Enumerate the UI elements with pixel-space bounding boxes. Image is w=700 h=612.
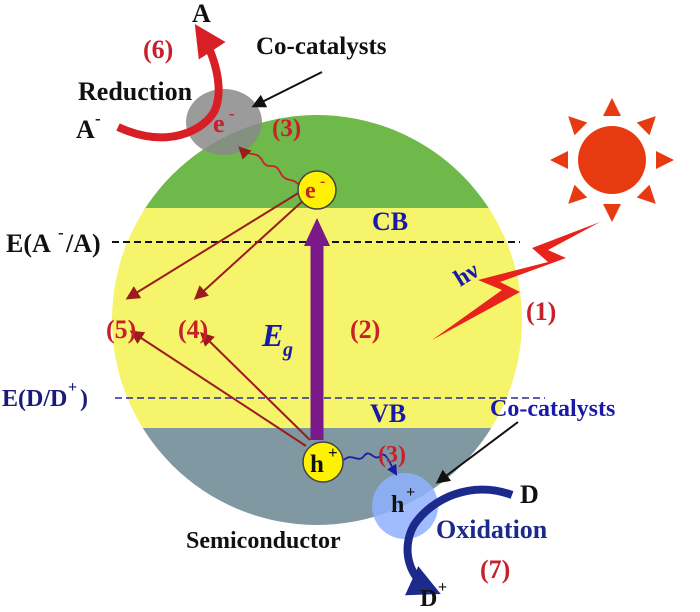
redox-a-sup: - xyxy=(58,223,64,242)
electron-transfer-wave xyxy=(238,146,301,187)
semiconductor-label: Semiconductor xyxy=(186,528,341,554)
transfer-bottom-label: (3) xyxy=(378,442,406,468)
sun-icon xyxy=(550,98,674,222)
oxidation-step-label: (7) xyxy=(480,555,510,584)
product-d-label: D xyxy=(520,480,539,509)
cocatalysts-top-label: Co-catalysts xyxy=(256,33,387,60)
cocatalyst-electron-label: e xyxy=(213,109,225,138)
transfer-top-label: (3) xyxy=(272,115,301,142)
bandgap-symbol: E xyxy=(261,317,283,353)
cocatalyst-electron-sup: - xyxy=(229,104,235,123)
reduction-arrow xyxy=(116,23,226,142)
redox-d-sup: + xyxy=(68,379,77,396)
reactant-a-sup: - xyxy=(95,109,101,128)
redox-d-end: ) xyxy=(80,386,88,412)
redox-a-label: E(A xyxy=(6,229,51,258)
hole-transfer-wave xyxy=(343,452,398,476)
electron-carrier xyxy=(297,170,337,210)
cocatalyst-bottom xyxy=(372,473,438,539)
reactant-a-label: A xyxy=(76,115,95,144)
vb-hole-label: h xyxy=(310,451,324,478)
cocatalyst-hole-sup: + xyxy=(406,484,415,501)
lightning-icon xyxy=(432,222,600,340)
vb-label: VB xyxy=(370,399,406,428)
redox-d-label: E(D/D xyxy=(2,386,67,412)
product-dplus-sup: + xyxy=(438,579,447,596)
bandgap-arrow-head xyxy=(304,218,330,246)
oxidation-arrow xyxy=(403,485,514,596)
cb-electron-sup: - xyxy=(320,173,325,190)
recombination-4-label: (4) xyxy=(178,315,208,344)
product-a-label: A xyxy=(192,0,211,28)
cocatalyst-bottom-pointer xyxy=(435,421,519,484)
recombination-arrows xyxy=(125,191,311,447)
oxidation-label: Oxidation xyxy=(436,515,548,544)
vb-hole-sup: + xyxy=(328,443,338,462)
cb-label: CB xyxy=(372,207,408,236)
reduction-step-label: (6) xyxy=(143,35,173,64)
recombination-5-label: (5) xyxy=(106,315,136,344)
cocatalyst-hole-label: h xyxy=(391,492,404,518)
cocatalyst-top xyxy=(186,89,262,155)
hole-carrier xyxy=(302,441,344,483)
bandgap-subscript: g xyxy=(282,339,293,361)
reduction-label: Reduction xyxy=(78,77,193,106)
cocatalyst-top-pointer xyxy=(251,71,323,108)
bandgap-step-label: (2) xyxy=(350,315,380,344)
product-dplus-label: D xyxy=(420,586,437,612)
excitation-step-label: (1) xyxy=(526,297,556,326)
redox-a-end: /A) xyxy=(65,229,101,258)
cocatalysts-bottom-label: Co-catalysts xyxy=(490,396,615,422)
cb-electron-label: e xyxy=(305,178,316,204)
